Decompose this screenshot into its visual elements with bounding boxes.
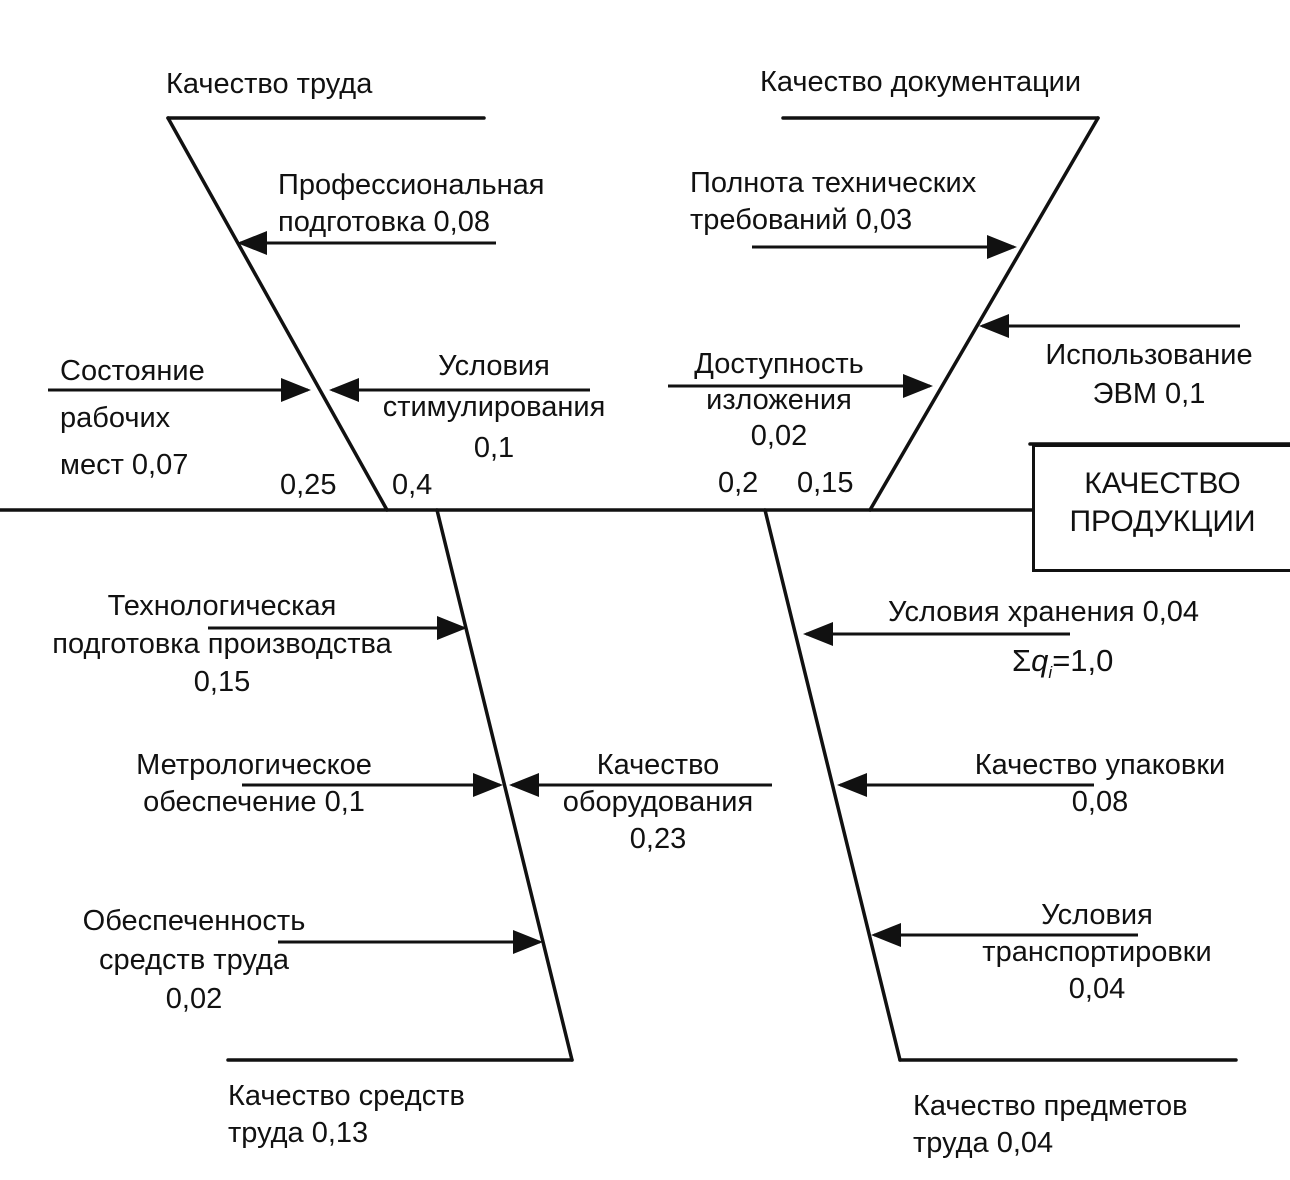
factor-line: Доступность bbox=[694, 348, 864, 380]
factor-line: Качество bbox=[596, 749, 720, 781]
factor-line: Обеспеченность bbox=[82, 905, 306, 937]
branch-title-text: Качество труда bbox=[166, 68, 373, 100]
sum-value: =1,0 bbox=[1052, 643, 1114, 678]
sum-symbol: Σ bbox=[1012, 643, 1032, 678]
factor-line: 0,15 bbox=[193, 666, 251, 698]
weight-text: 0,2 bbox=[718, 467, 759, 499]
result-box: КАЧЕСТВО ПРОДУКЦИИ bbox=[1032, 444, 1290, 572]
spine-weight-labor-quality: 0,25 bbox=[280, 467, 336, 504]
branch-title-documentation: Качество документации bbox=[760, 64, 1081, 101]
sum-weights: Σqi=1,0 bbox=[1012, 642, 1113, 691]
factor-line: Профессиональная bbox=[278, 169, 545, 201]
branch-title-labor-means: Качество средств труда 0,13 bbox=[228, 1078, 465, 1152]
factor-line: Метрологическое bbox=[136, 749, 372, 781]
factor-storage-conditions: Условия хранения 0,04 bbox=[888, 594, 1199, 631]
branch-title-line1: Качество предметов bbox=[913, 1090, 1188, 1122]
factor-line: Полнота технических bbox=[690, 167, 977, 199]
factor-computer-use: Использование ЭВМ 0,1 bbox=[1014, 336, 1284, 414]
factor-line: 0,08 bbox=[1071, 786, 1129, 818]
factor-line: изложения bbox=[706, 384, 852, 416]
sum-subscript: i bbox=[1048, 663, 1053, 683]
weight-text: 0,4 bbox=[392, 469, 433, 501]
factor-line: Условия bbox=[1041, 899, 1153, 931]
branch-title-line2: труда 0,13 bbox=[228, 1117, 369, 1149]
sum-variable: q bbox=[1031, 643, 1049, 678]
factor-line: 0,1 bbox=[473, 432, 515, 464]
branch-title-labor-quality: Качество труда bbox=[166, 66, 372, 103]
result-label-line2: ПРОДУКЦИИ bbox=[1069, 505, 1256, 538]
factor-line: мест 0,07 bbox=[60, 449, 189, 481]
factor-line: подготовка 0,08 bbox=[278, 206, 490, 238]
branch-title-line1: Качество средств bbox=[228, 1080, 465, 1112]
factor-line: обеспечение 0,1 bbox=[143, 786, 365, 818]
branch-labor-means bbox=[435, 508, 574, 1062]
branch-labor-objects bbox=[763, 508, 902, 1062]
factor-line: оборудования bbox=[562, 786, 754, 818]
branch-title-line2: труда 0,04 bbox=[913, 1127, 1054, 1159]
spine-weight-labor-means: 0,4 bbox=[392, 467, 432, 504]
result-label-line1: КАЧЕСТВО bbox=[1084, 467, 1241, 500]
factor-transport-conditions: Условия транспортировки 0,04 bbox=[950, 897, 1244, 1008]
factor-line: 0,04 bbox=[1068, 973, 1126, 1005]
factor-line: Технологическая bbox=[107, 590, 337, 622]
factor-workplace-state: Состояние рабочих мест 0,07 bbox=[60, 348, 205, 489]
factor-incentive-conditions: Условия стимулирования 0,1 bbox=[354, 346, 634, 469]
spine-weight-labor-objects: 0,2 bbox=[718, 465, 758, 502]
weight-text: 0,15 bbox=[797, 467, 854, 499]
factor-line: Состояние bbox=[60, 355, 205, 387]
branch-labor-quality bbox=[166, 116, 389, 512]
factor-line: 0,02 bbox=[165, 983, 223, 1015]
factor-line: средств труда bbox=[99, 944, 289, 976]
factor-presentation-access: Доступность изложения 0,02 bbox=[664, 346, 894, 454]
factor-line: требований 0,03 bbox=[690, 204, 913, 236]
factor-line: Условия bbox=[438, 350, 550, 382]
branch-title-text: Качество документации bbox=[760, 66, 1082, 98]
factor-metrology: Метрологическое обеспечение 0,1 bbox=[106, 747, 402, 821]
result-label: КАЧЕСТВО ПРОДУКЦИИ bbox=[1035, 465, 1290, 541]
factor-packaging-quality: Качество упаковки 0,08 bbox=[942, 747, 1258, 821]
factor-line: рабочих bbox=[60, 402, 171, 434]
spine-weight-documentation: 0,15 bbox=[797, 465, 853, 502]
factor-line: Качество упаковки bbox=[974, 749, 1226, 781]
factor-line: транспортировки bbox=[982, 936, 1212, 968]
factor-tech-preparation: Технологическая подготовка производства … bbox=[4, 587, 440, 701]
factor-line: ЭВМ 0,1 bbox=[1092, 378, 1206, 410]
factor-equipment-quality: Качество оборудования 0,23 bbox=[540, 747, 776, 858]
factor-tech-requirements: Полнота технических требований 0,03 bbox=[690, 165, 976, 239]
factor-professional-training: Профессиональная подготовка 0,08 bbox=[278, 167, 544, 241]
weight-text: 0,25 bbox=[280, 469, 337, 501]
factor-line: 0,23 bbox=[629, 823, 687, 855]
branch-title-labor-objects: Качество предметов труда 0,04 bbox=[913, 1088, 1188, 1162]
factor-line: стимулирования bbox=[382, 391, 606, 423]
factor-tools-provision: Обеспеченность средств труда 0,02 bbox=[54, 902, 334, 1019]
factor-line: Использование bbox=[1045, 339, 1253, 371]
factor-line: подготовка производства bbox=[52, 628, 392, 660]
factor-line: 0,02 bbox=[750, 420, 808, 452]
factor-line: Условия хранения 0,04 bbox=[888, 596, 1200, 628]
